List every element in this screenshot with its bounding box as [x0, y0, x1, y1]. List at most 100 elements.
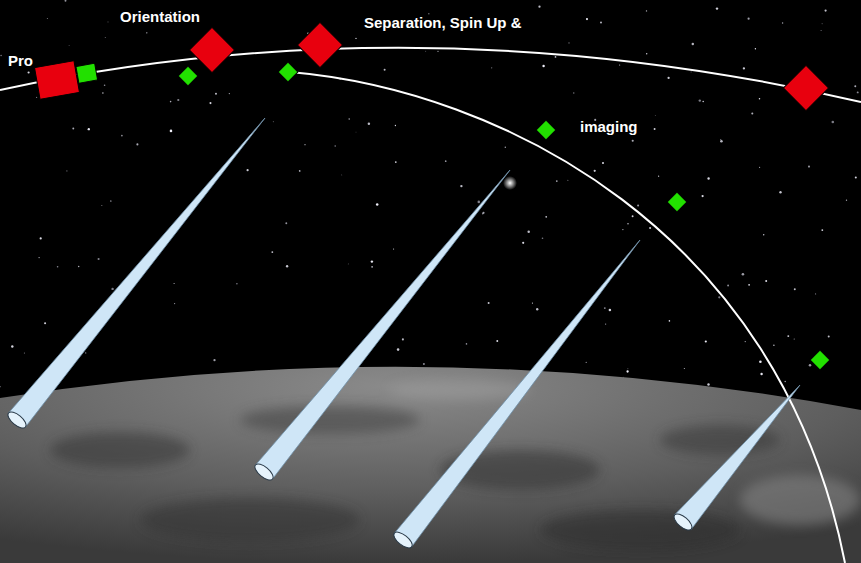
imaging-cone: [675, 385, 800, 529]
star: [488, 302, 490, 304]
star: [654, 115, 656, 117]
star: [170, 130, 173, 133]
inner-orbit: [290, 72, 845, 563]
star: [637, 204, 639, 206]
star: [699, 99, 701, 101]
star: [299, 170, 301, 172]
star: [627, 223, 628, 224]
star: [821, 30, 822, 31]
star: [707, 383, 709, 385]
star: [707, 177, 709, 179]
star: [794, 339, 795, 340]
star: [779, 191, 781, 193]
star: [334, 145, 336, 147]
star: [609, 309, 612, 312]
star: [505, 147, 506, 148]
star-field: [0, 0, 859, 415]
star: [773, 345, 774, 346]
star: [586, 18, 588, 20]
star: [341, 174, 343, 176]
probe-diamond: [667, 192, 687, 212]
star: [821, 229, 823, 231]
star: [0, 55, 2, 57]
star: [702, 101, 703, 102]
star: [146, 32, 147, 33]
star: [760, 373, 762, 375]
phase-label: Orientation: [120, 8, 200, 26]
star: [482, 212, 484, 214]
star: [111, 288, 113, 290]
star: [632, 140, 634, 142]
star: [393, 248, 394, 249]
star: [215, 93, 217, 95]
star: [437, 51, 438, 52]
carrier-diamond: [783, 65, 828, 110]
star: [174, 303, 175, 304]
star: [720, 140, 723, 143]
probe-diamond: [536, 120, 556, 140]
bright-star: [503, 176, 517, 190]
star: [522, 242, 524, 244]
cone-footprint: [391, 529, 414, 550]
star: [110, 200, 112, 202]
probe-stack: [35, 57, 100, 99]
star: [11, 345, 13, 347]
star: [272, 121, 274, 123]
star: [271, 251, 273, 253]
star: [815, 293, 816, 294]
star: [626, 370, 628, 372]
probe-diamond: [810, 350, 830, 370]
star: [745, 341, 746, 342]
star: [88, 128, 90, 130]
star: [102, 92, 103, 93]
star: [460, 185, 462, 187]
star: [532, 303, 533, 304]
star: [68, 45, 70, 47]
star: [782, 22, 783, 23]
star: [445, 160, 447, 162]
star: [604, 307, 606, 309]
star: [85, 352, 86, 353]
star: [347, 263, 349, 265]
star: [545, 216, 547, 218]
star: [542, 238, 544, 240]
star: [646, 10, 647, 11]
star: [600, 22, 602, 24]
star: [632, 215, 634, 217]
star: [395, 125, 396, 126]
star: [0, 386, 1, 387]
star: [727, 285, 729, 287]
star: [104, 37, 106, 39]
imaging-beams: [5, 118, 800, 551]
star: [24, 353, 25, 354]
star: [622, 229, 623, 230]
star: [857, 91, 859, 93]
star: [121, 135, 123, 137]
outer-orbit: [0, 48, 861, 102]
star: [536, 308, 538, 310]
cone-footprint: [5, 409, 28, 431]
star: [209, 102, 211, 104]
star: [101, 205, 103, 207]
star: [759, 361, 762, 364]
star: [809, 364, 812, 367]
star: [527, 230, 529, 232]
star: [371, 266, 373, 268]
star: [716, 7, 718, 9]
star: [556, 180, 558, 182]
carrier-diamond: [189, 27, 234, 72]
cone-footprint: [252, 461, 275, 483]
star: [646, 53, 647, 54]
star: [542, 65, 544, 67]
star: [40, 237, 42, 239]
star: [36, 97, 37, 98]
star: [57, 266, 59, 268]
star: [759, 167, 760, 168]
star: [690, 71, 692, 73]
star: [136, 143, 138, 145]
star: [286, 265, 288, 267]
star: [466, 343, 468, 345]
star: [72, 128, 74, 130]
star: [794, 288, 796, 290]
